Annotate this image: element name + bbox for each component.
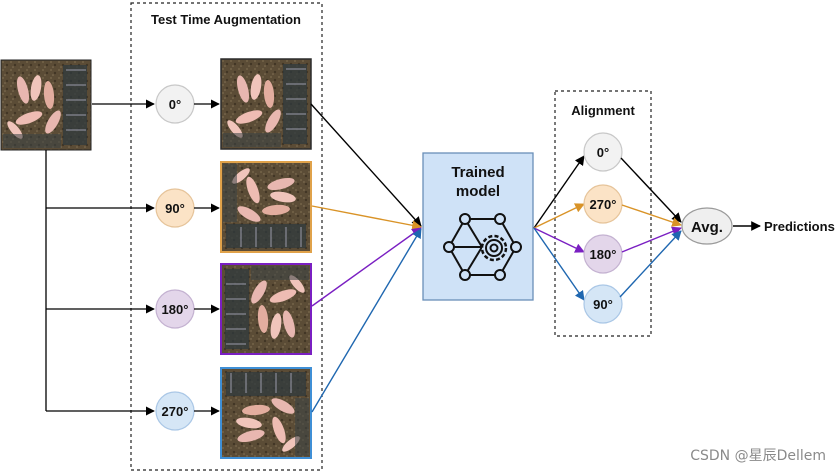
tta-group-box xyxy=(130,2,323,471)
average-node: Avg. xyxy=(681,207,733,245)
arrow-align270-to-avg xyxy=(621,204,682,227)
neural-network-gear-icon xyxy=(443,213,522,281)
arrow-model-to-align0 xyxy=(533,155,585,229)
rotation-label: 270° xyxy=(162,404,189,419)
arrow-image180-to-model xyxy=(311,227,422,307)
rotation-label: 0° xyxy=(169,97,181,112)
tta-title: Test Time Augmentation xyxy=(151,12,301,27)
arrow-align180-to-avg xyxy=(621,226,682,253)
model-title-line2: model xyxy=(456,183,500,200)
alignment-title: Alignment xyxy=(571,103,635,118)
alignment-group-box xyxy=(554,90,652,337)
augmented-image-180 xyxy=(220,263,312,355)
predictions-label: Predictions xyxy=(764,219,835,234)
alignment-label: 90° xyxy=(593,297,613,312)
augmented-image-0 xyxy=(220,58,312,150)
alignment-node-180: 180° xyxy=(583,234,623,274)
arrow-image90-to-model xyxy=(311,205,422,231)
rotation-label: 180° xyxy=(162,302,189,317)
watermark: CSDN @星辰Dellem xyxy=(690,448,826,464)
rotation-node-90: 90° xyxy=(155,188,195,228)
alignment-node-90: 90° xyxy=(583,284,623,324)
rotation-label: 90° xyxy=(165,201,185,216)
arrow-image270-to-model xyxy=(311,228,422,413)
arrow-align0-to-avg xyxy=(620,157,682,223)
input-image xyxy=(0,59,92,151)
augmented-image-270 xyxy=(220,367,312,459)
alignment-node-270: 270° xyxy=(583,184,623,224)
alignment-label: 0° xyxy=(597,145,609,160)
model-title-line1: Trained xyxy=(451,164,504,181)
rotation-node-270: 270° xyxy=(155,391,195,431)
rotation-node-0: 0° xyxy=(155,84,195,124)
rotation-node-180: 180° xyxy=(155,289,195,329)
arrow-model-to-align90 xyxy=(533,227,585,301)
arrow-align90-to-avg xyxy=(619,230,682,298)
arrow-image0-to-model xyxy=(310,103,422,227)
arrow-model-to-align270 xyxy=(533,203,585,229)
trained-model-box: Trained model xyxy=(422,152,534,301)
augmented-image-90 xyxy=(220,161,312,253)
arrow-model-to-align180 xyxy=(533,227,585,253)
alignment-label: 180° xyxy=(590,247,617,262)
alignment-label: 270° xyxy=(590,197,617,212)
alignment-node-0: 0° xyxy=(583,132,623,172)
average-label: Avg. xyxy=(691,219,723,236)
